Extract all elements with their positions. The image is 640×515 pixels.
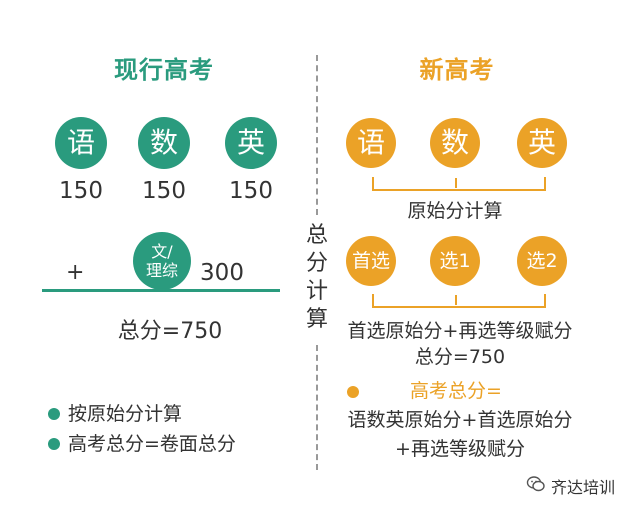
- new-subject-chinese-circle: 语: [346, 118, 396, 168]
- center-label-char: 算: [305, 307, 328, 332]
- elective2-circle: 选2: [517, 236, 567, 286]
- subject-math-score: 150: [142, 178, 186, 204]
- center-label-char: 计: [305, 279, 328, 304]
- left-total: 总分=750: [117, 319, 223, 344]
- subject-english-circle: 英: [225, 117, 277, 169]
- center-label-char: 分: [305, 251, 328, 276]
- new-exam-title: 新高考: [419, 56, 495, 84]
- wechat-icon: [526, 474, 546, 494]
- divider-bottom: [316, 345, 318, 470]
- note-bullet: [48, 408, 60, 420]
- plus-sign: +: [66, 260, 85, 285]
- note-bullet: [48, 438, 60, 450]
- formula-line2: 总分=750: [414, 346, 506, 368]
- bracket-raw-stem: [455, 178, 457, 188]
- divider-top: [316, 55, 318, 215]
- formula-line1: 首选原始分+再选等级赋分: [347, 320, 573, 342]
- bracket-elective-stem: [455, 295, 457, 305]
- elective-line1: 文/: [151, 242, 173, 261]
- new-subject-english-circle: 英: [517, 118, 567, 168]
- new-subject-math-circle: 数: [430, 118, 480, 168]
- total-heading: 高考总分=: [410, 380, 502, 402]
- note-total-equals-paper: 高考总分=卷面总分: [68, 433, 236, 455]
- subject-english-score: 150: [229, 178, 273, 204]
- subject-math-circle: 数: [138, 117, 190, 169]
- elective-line2: 理综: [145, 261, 178, 280]
- bracket-raw: [372, 177, 546, 191]
- current-exam-title: 现行高考: [114, 56, 214, 84]
- elective1-circle: 选1: [430, 236, 480, 286]
- subject-chinese-circle: 语: [55, 117, 107, 169]
- total-line1: 语数英原始分+首选原始分: [347, 409, 573, 431]
- total-bullet: [347, 386, 359, 398]
- watermark-text: 齐达培训: [551, 478, 616, 497]
- raw-score-calc-label: 原始分计算: [407, 200, 503, 222]
- bracket-elective: [372, 294, 546, 308]
- subject-chinese-score: 150: [59, 178, 103, 204]
- sum-line: [42, 289, 280, 292]
- total-line2: +再选等级赋分: [395, 438, 525, 460]
- center-label-char: 总: [305, 223, 328, 248]
- note-raw-score: 按原始分计算: [68, 403, 183, 425]
- elective-comprehensive-circle: 文/ 理综: [133, 232, 191, 290]
- primary-elective-circle: 首选: [346, 236, 396, 286]
- elective-score: 300: [200, 260, 244, 286]
